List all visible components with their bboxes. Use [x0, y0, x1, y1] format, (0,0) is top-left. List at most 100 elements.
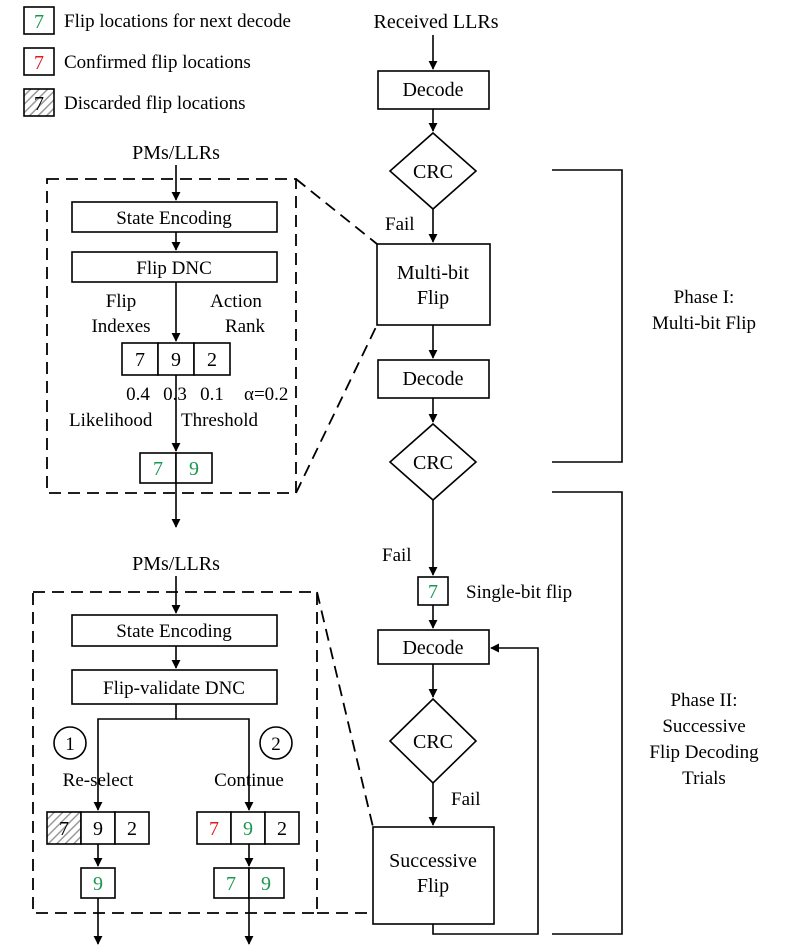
continue-cell-2 — [230, 811, 266, 845]
option-1-circle — [53, 726, 87, 760]
legend: 7 Flip locations for next decode 7 Confi… — [23, 6, 291, 117]
decode-label-1: Decode — [402, 79, 463, 101]
top-selected-cell-1 — [139, 452, 177, 484]
top-selected-cell-2 — [175, 452, 213, 484]
zoom-line-top-upper — [295, 178, 378, 245]
reselect-value-1: 7 — [59, 818, 69, 840]
legend-next-decode-digit: 7 — [34, 11, 44, 33]
continue-value-2: 9 — [243, 818, 253, 840]
single-flip-label: Single-bit flip — [466, 582, 572, 603]
phase2-label-line2: Successive — [662, 716, 745, 737]
zoom-line-bottom-upper — [316, 591, 374, 828]
crc-label-3: CRC — [413, 731, 453, 753]
continue-value-1: 7 — [209, 818, 219, 840]
action-rank-label-line1: Action — [210, 291, 262, 312]
multibit-label-line2: Flip — [417, 287, 449, 309]
successive-label-line1: Successive — [389, 850, 477, 872]
flip-validate-dnc-label: Flip-validate DNC — [103, 678, 245, 699]
continue-result-cell-1 — [213, 867, 250, 899]
top-index-value-2: 9 — [171, 349, 181, 371]
legend-discarded-digit: 7 — [34, 93, 44, 115]
fail-label-1: Fail — [385, 214, 415, 235]
phase1-label-line1: Phase I: — [674, 287, 735, 308]
state-encoding-label-top: State Encoding — [116, 208, 232, 229]
continue-value-3: 2 — [277, 818, 287, 840]
phase-brackets: Phase I: Multi-bit Flip Phase II: Succes… — [552, 169, 759, 935]
legend-next-decode-label: Flip locations for next decode — [64, 11, 291, 32]
arrow-to-continue — [176, 718, 254, 811]
crc-label-1: CRC — [413, 161, 453, 183]
option-2-number: 2 — [271, 734, 281, 755]
phase1-bracket — [552, 169, 623, 463]
main-flow: Received LLRs Decode CRC Fail Multi-bit … — [372, 11, 572, 935]
state-encoding-box-bottom — [71, 614, 278, 647]
legend-discarded-swatch — [23, 88, 55, 117]
threshold-label: Threshold — [181, 410, 259, 431]
top-index-value-1: 7 — [135, 349, 145, 371]
dnc-top-detail: PMs/LLRs State Encoding Flip DNC Flip In… — [46, 142, 378, 528]
continue-result-cell-2 — [248, 867, 285, 899]
legend-discarded-label: Discarded flip locations — [64, 93, 246, 114]
flip-dnc-label: Flip DNC — [136, 258, 212, 279]
flip-indexes-label-line2: Indexes — [91, 316, 150, 337]
phase2-label-line1: Phase II: — [670, 690, 737, 711]
likelihood-value-1: 0.4 — [126, 384, 150, 405]
alpha-threshold-value: α=0.2 — [244, 384, 288, 405]
continue-result-value-1: 7 — [226, 873, 236, 895]
top-index-cell-3 — [193, 342, 231, 376]
reselect-label: Re-select — [63, 770, 134, 791]
legend-confirmed-label: Confirmed flip locations — [64, 52, 251, 73]
reselect-cell-3 — [114, 811, 150, 845]
dnc-bottom-dashed-frame — [32, 591, 318, 914]
top-selected-value-1: 7 — [153, 458, 163, 480]
likelihood-label: Likelihood — [69, 410, 153, 431]
phase2-bracket — [552, 491, 623, 935]
continue-index-cells: 7 9 2 — [196, 811, 300, 845]
feedback-loop-arrow — [432, 643, 539, 935]
successive-flip-box — [372, 826, 495, 925]
continue-label: Continue — [214, 770, 284, 791]
decode-box-2 — [377, 359, 490, 399]
state-encoding-label-bottom: State Encoding — [116, 621, 232, 642]
flip-indexes-label-line1: Flip — [106, 291, 137, 312]
phase1-label-line2: Multi-bit Flip — [652, 313, 756, 334]
reselect-cell-2 — [80, 811, 116, 845]
dnc-top-dashed-frame — [46, 178, 297, 494]
received-llrs-label: Received LLRs — [374, 11, 499, 33]
dnc-bottom-input-label: PMs/LLRs — [132, 553, 220, 575]
multibit-label-line1: Multi-bit — [397, 262, 470, 284]
continue-cell-3 — [264, 811, 300, 845]
legend-confirmed-swatch — [23, 47, 55, 76]
option-2-circle — [259, 726, 293, 760]
zoom-line-top-lower — [295, 324, 378, 494]
top-index-cell-2 — [157, 342, 195, 376]
phase2-label-line4: Trials — [682, 768, 726, 789]
option-1-number: 1 — [65, 734, 75, 755]
successive-label-line2: Flip — [417, 875, 449, 897]
reselect-result-value: 9 — [93, 873, 103, 895]
top-index-cell-1 — [121, 342, 159, 376]
decode-box-3 — [377, 629, 490, 665]
legend-next-decode-swatch — [23, 6, 55, 35]
decode-label-3: Decode — [402, 637, 463, 659]
likelihood-value-3: 0.1 — [200, 384, 224, 405]
reselect-value-3: 2 — [127, 818, 137, 840]
top-selected-value-2: 9 — [189, 458, 199, 480]
dnc-bottom-detail: PMs/LLRs State Encoding Flip-validate DN… — [32, 553, 374, 945]
action-rank-label-line2: Rank — [225, 316, 266, 337]
phase2-label-line3: Flip Decoding — [649, 742, 759, 763]
reselect-result-cell — [80, 867, 116, 899]
flip-validate-dnc-box — [71, 669, 278, 705]
arrow-to-reselect — [93, 704, 177, 811]
continue-cell-1 — [196, 811, 232, 845]
legend-confirmed-digit: 7 — [34, 52, 44, 74]
continue-result-value-2: 9 — [261, 873, 271, 895]
top-index-cells: 7 9 2 — [121, 342, 231, 376]
reselect-value-2: 9 — [93, 818, 103, 840]
dnc-top-input-label: PMs/LLRs — [132, 142, 220, 164]
decode-label-2: Decode — [402, 368, 463, 390]
fail-label-3: Fail — [451, 789, 481, 810]
fail-label-2: Fail — [382, 545, 412, 566]
single-flip-digit: 7 — [428, 581, 438, 603]
state-encoding-box-top — [71, 201, 278, 233]
